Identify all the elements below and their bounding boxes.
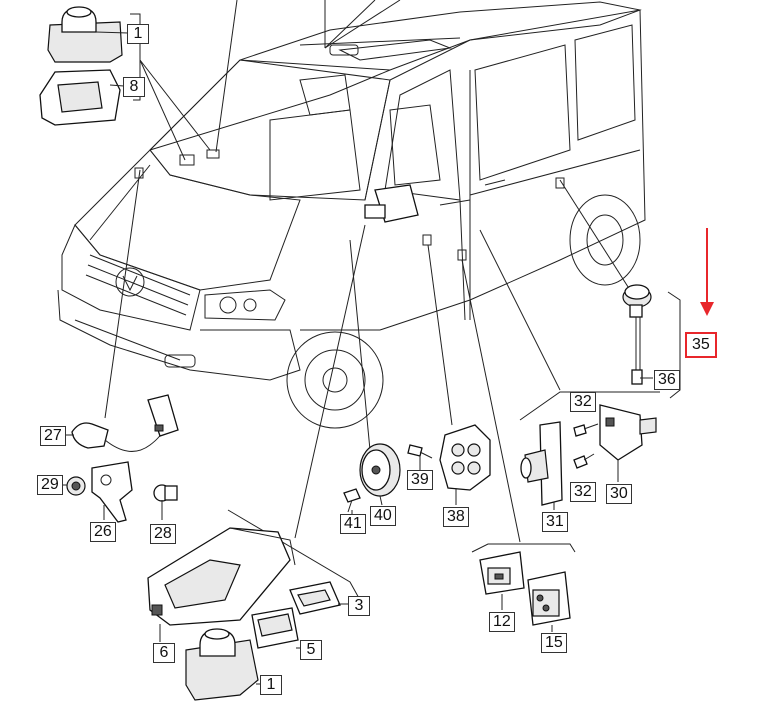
part-bulb [153,484,178,502]
callout-label: 36 [654,370,680,390]
callout-label: 32 [570,392,596,412]
van-illustration [57,1,646,429]
callout-label: 15 [541,633,567,653]
part-bracket [91,461,133,523]
highlighted-callout-label: 35 [685,332,717,358]
leader-lines [104,0,681,601]
callout-label: 38 [443,507,469,527]
part-switch-30 [599,404,657,461]
part-switch-12 [479,551,525,595]
part-switch-5 [251,607,299,649]
part-round-knob [359,443,401,497]
part-mirror-switch-knob-top [47,6,123,63]
callout-label: 29 [37,475,63,495]
part-screw-32b [573,453,595,469]
callout-label: 30 [606,484,632,504]
part-nut [66,476,86,496]
part-switch-15 [527,571,571,626]
callout-label: 26 [90,522,116,542]
callout-label: 40 [370,506,396,526]
callout-label: 1 [260,675,282,695]
part-switch-3 [289,581,341,615]
callout-label: 28 [150,524,176,544]
callout-label: 5 [300,640,322,660]
part-door-contact-switch [520,421,563,506]
label-ticks [60,31,653,685]
callout-label: 32 [570,482,596,502]
highlight-arrow-icon [700,228,714,316]
part-switch-panel-bezel [147,527,296,626]
part-screw-41 [343,488,361,513]
part-switch-housing [439,424,491,491]
callout-label: 3 [348,596,370,616]
callout-label: 39 [407,470,433,490]
part-bulb-holder [71,394,179,452]
part-screw-32a [573,423,599,437]
part-mirror-switch-knob-bottom [185,628,259,701]
part-door-contact-35 [622,284,652,385]
callout-label: 27 [40,426,66,446]
callout-label: 12 [489,612,515,632]
callout-label: 6 [153,643,175,663]
callout-label: 31 [542,512,568,532]
callout-label: 41 [340,514,366,534]
callout-label: 8 [123,77,145,97]
callout-label: 1 [127,24,149,44]
part-bezel-top [39,69,121,126]
